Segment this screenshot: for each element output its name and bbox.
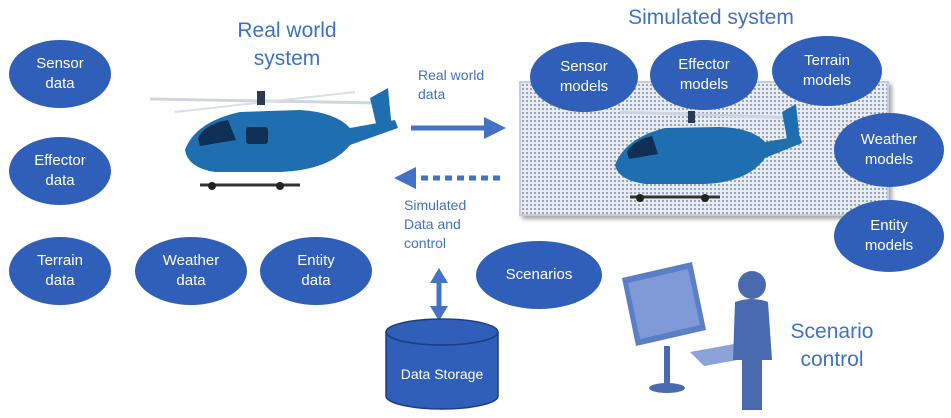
simulated-data-label: Simulated Data and control — [404, 197, 467, 251]
storage-double-arrow — [430, 268, 448, 321]
entity-models-node: Entity models — [834, 200, 944, 272]
computer-monitor-icon — [622, 262, 760, 393]
real-world-data-arrow — [411, 117, 506, 139]
real-world-helicopter-icon — [149, 88, 398, 190]
person-icon — [733, 271, 772, 410]
simulated-data-arrow — [394, 167, 500, 189]
weather-models-node: Weather models — [834, 113, 944, 187]
terrain-data-node: Terrain data — [9, 237, 111, 305]
real-world-system-title: Real world system — [237, 19, 337, 70]
terrain-models-node: Terrain models — [772, 36, 882, 106]
effector-models-node: Effector models — [650, 40, 758, 110]
entity-data-node: Entity data — [260, 237, 372, 305]
effector-data-node: Effector data — [9, 137, 111, 205]
simulated-system-title: Simulated system — [628, 6, 794, 29]
sensor-models-node: Sensor models — [530, 42, 638, 112]
sensor-data-node: Sensor data — [9, 40, 111, 108]
weather-data-node: Weather data — [135, 237, 247, 305]
data-storage-cylinder — [385, 318, 499, 410]
data-storage-label: Data Storage — [400, 366, 484, 382]
scenario-control-title: Scenario control — [790, 320, 874, 371]
simulated-helicopter-icon — [615, 104, 802, 202]
scenarios-node: Scenarios — [476, 241, 602, 309]
real-world-data-label: Real world data — [418, 67, 485, 102]
